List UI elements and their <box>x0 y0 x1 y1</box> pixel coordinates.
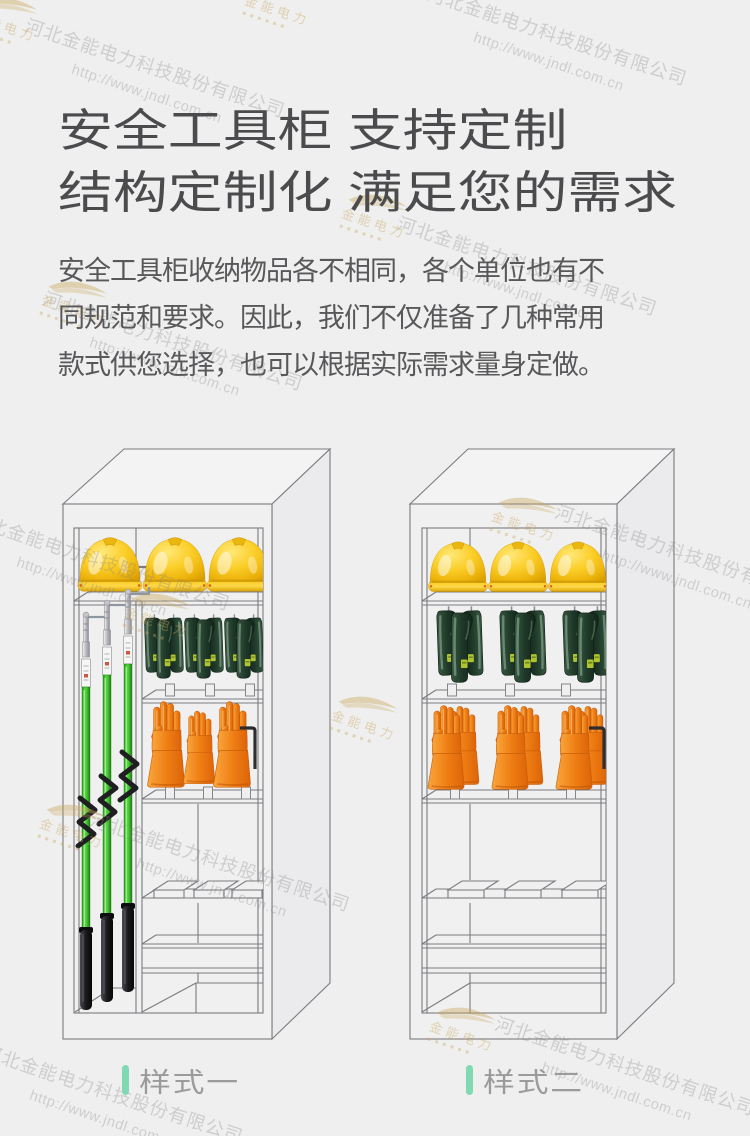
style-2-label-text: 样式二 <box>483 1067 584 1098</box>
insulated-poles <box>75 587 151 1010</box>
safety-helmets-row-2 <box>427 540 606 593</box>
style-1-label-text: 样式一 <box>139 1067 240 1098</box>
insulating-gloves-row-2 <box>428 706 607 790</box>
page-title: 安全工具柜 支持定制 结构定制化 满足您的需求 <box>58 100 677 224</box>
style-2-label: 样式二 <box>466 1063 582 1098</box>
style-2-accent-bar <box>466 1065 473 1095</box>
divider-comb <box>152 880 263 899</box>
style-1-accent-bar <box>122 1065 129 1095</box>
insulating-gloves-row-1 <box>146 700 257 789</box>
title-line-2: 结构定制化 满足您的需求 <box>58 167 678 218</box>
insulating-boots-row-2 <box>437 606 610 682</box>
safety-helmets-row-1 <box>77 536 263 593</box>
title-line-1: 安全工具柜 支持定制 <box>58 105 568 156</box>
intro-paragraph: 安全工具柜收纳物品各不相同，各个单位也有不 同规范和要求。因此，我们不仅准备了几… <box>58 256 605 380</box>
style-1-label: 样式一 <box>122 1063 238 1098</box>
insulating-boots-row-1 <box>144 614 263 678</box>
cabinet-style-1 <box>61 447 332 1041</box>
cabinet-style-2 <box>408 447 676 1041</box>
divider-comb <box>446 880 606 899</box>
